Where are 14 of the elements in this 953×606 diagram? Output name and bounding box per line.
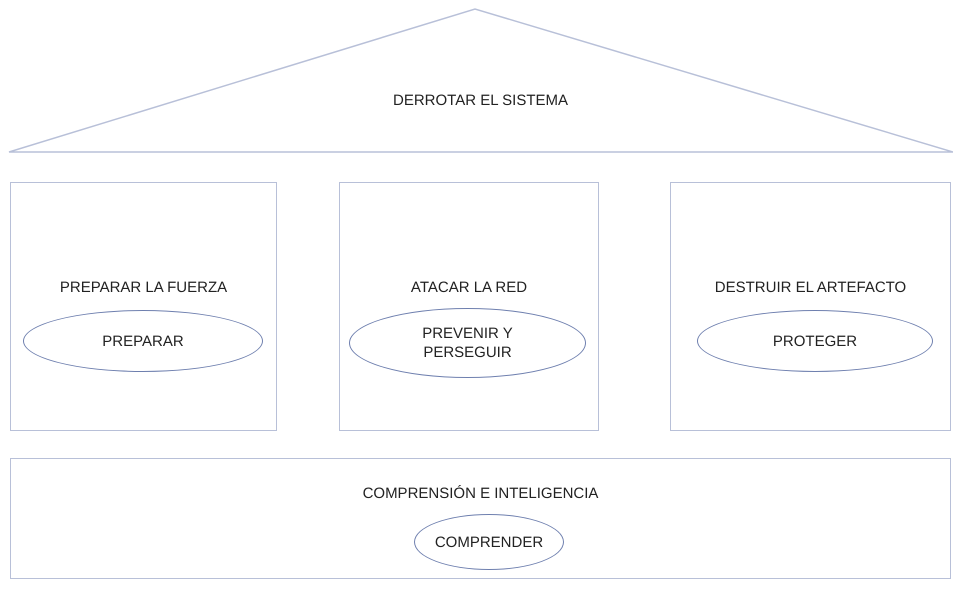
heading-text: DERROTAR EL SISTEMA (392, 92, 568, 109)
heading-text: DESTRUIR EL ARTEFACTO (714, 279, 906, 296)
foundation-panel (10, 458, 951, 579)
pillar-panel (10, 182, 277, 431)
heading-text: COMPRENSIÓN E INTELIGENCIA (362, 485, 598, 502)
oval-tag: PROTEGER (697, 310, 933, 372)
pillar-panel (670, 182, 951, 431)
oval-tag: PREVENIR Y PERSEGUIR (349, 308, 586, 378)
oval-tag: PREPARAR (23, 310, 263, 372)
oval-tag: COMPRENDER (414, 514, 564, 570)
roof-triangle (8, 8, 953, 153)
pillar-panel (339, 182, 599, 431)
heading-text: ATACAR LA RED (410, 279, 528, 296)
heading-text: PREPARAR LA FUERZA (60, 279, 228, 296)
